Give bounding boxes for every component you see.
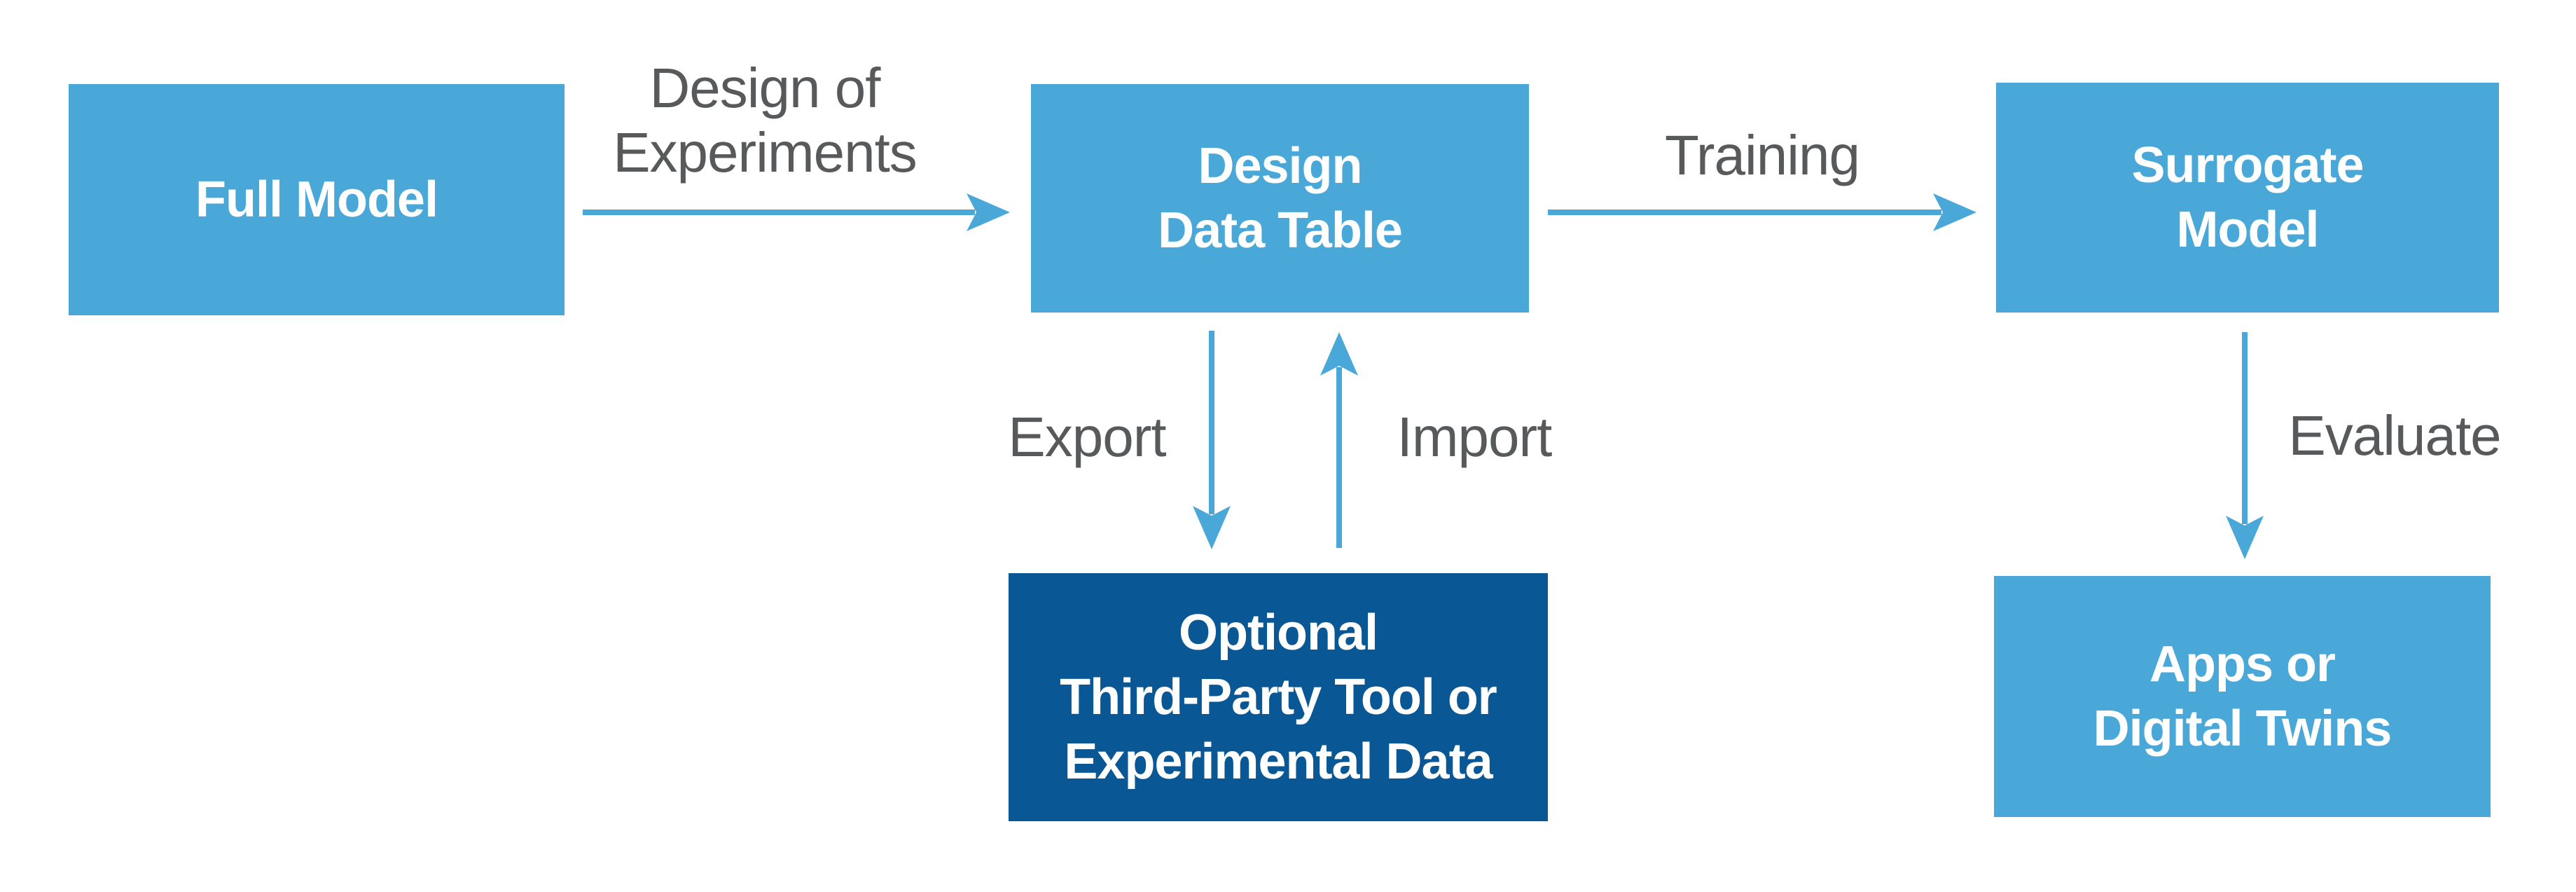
node-label-line: Design bbox=[1198, 138, 1362, 194]
node-third-party-tool: Optional Third-Party Tool or Experimenta… bbox=[1009, 573, 1548, 821]
node-label-line: Digital Twins bbox=[2093, 701, 2393, 757]
node-design-data-table: Design Data Table bbox=[1031, 84, 1529, 313]
node-apps-or-digital-twins: Apps or Digital Twins bbox=[1994, 576, 2491, 817]
node-label-line: Experimental Data bbox=[1064, 734, 1493, 790]
arrow-head-right-icon bbox=[1933, 193, 1976, 231]
node-label-line: Full Model bbox=[195, 172, 438, 228]
edge-label-line: Experiments bbox=[613, 121, 917, 184]
edge-label-import: Import bbox=[1397, 406, 1553, 468]
arrow-import bbox=[1320, 332, 1358, 548]
node-label-line: Apps or bbox=[2149, 636, 2336, 692]
node-label-line: Third-Party Tool or bbox=[1060, 669, 1497, 725]
node-full-model: Full Model bbox=[69, 84, 565, 315]
arrow-export bbox=[1193, 331, 1231, 549]
arrow-design-of-experiments bbox=[583, 193, 1010, 231]
arrow-training bbox=[1548, 193, 1976, 231]
node-surrogate-model: Surrogate Model bbox=[1996, 83, 2499, 313]
node-label-line: Model bbox=[2176, 202, 2320, 258]
edge-label-design-of-experiments: Design of Experiments bbox=[613, 56, 917, 185]
arrow-evaluate bbox=[2226, 332, 2264, 559]
node-label-line: Surrogate bbox=[2131, 137, 2364, 193]
node-label-line: Data Table bbox=[1158, 203, 1403, 259]
arrow-head-up-icon bbox=[1320, 332, 1358, 376]
edge-label-export: Export bbox=[1008, 406, 1166, 468]
edge-label-evaluate: Evaluate bbox=[2288, 404, 2501, 467]
edge-label-line: Design of bbox=[649, 57, 881, 119]
arrow-head-right-icon bbox=[967, 193, 1010, 231]
arrow-head-down-icon bbox=[2226, 516, 2264, 559]
arrow-head-down-icon bbox=[1193, 506, 1231, 549]
node-label-line: Optional bbox=[1179, 605, 1378, 661]
edge-label-training: Training bbox=[1664, 124, 1860, 186]
